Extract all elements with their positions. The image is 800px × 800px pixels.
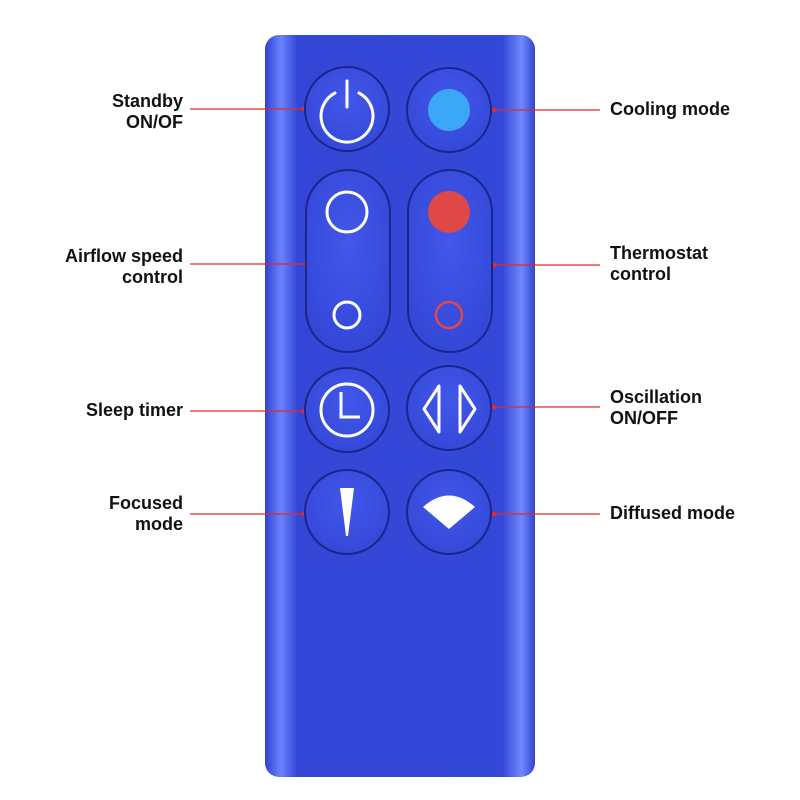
wide-fan-icon: [423, 495, 475, 529]
clock-icon: [319, 382, 375, 438]
label-cooling-mode: Cooling mode: [610, 99, 730, 119]
narrow-beam-icon: [340, 488, 354, 536]
oscillation-arrows-icon: [422, 384, 477, 434]
sleep-timer-button[interactable]: [304, 367, 390, 453]
oscillation-button[interactable]: [406, 365, 492, 451]
label-sleep-timer: Sleep timer: [85, 400, 183, 420]
leader-lines: [190, 108, 600, 515]
airflow-down-icon: [332, 300, 362, 330]
airflow-speed-rocker[interactable]: [305, 169, 391, 353]
label-diffused-mode: Diffused mode: [610, 503, 736, 523]
airflow-up-icon: [325, 190, 369, 234]
temp-down-icon: [434, 300, 464, 330]
red-dot-icon: [428, 191, 470, 233]
power-icon: [319, 79, 375, 144]
blue-dot-icon: [428, 89, 470, 131]
